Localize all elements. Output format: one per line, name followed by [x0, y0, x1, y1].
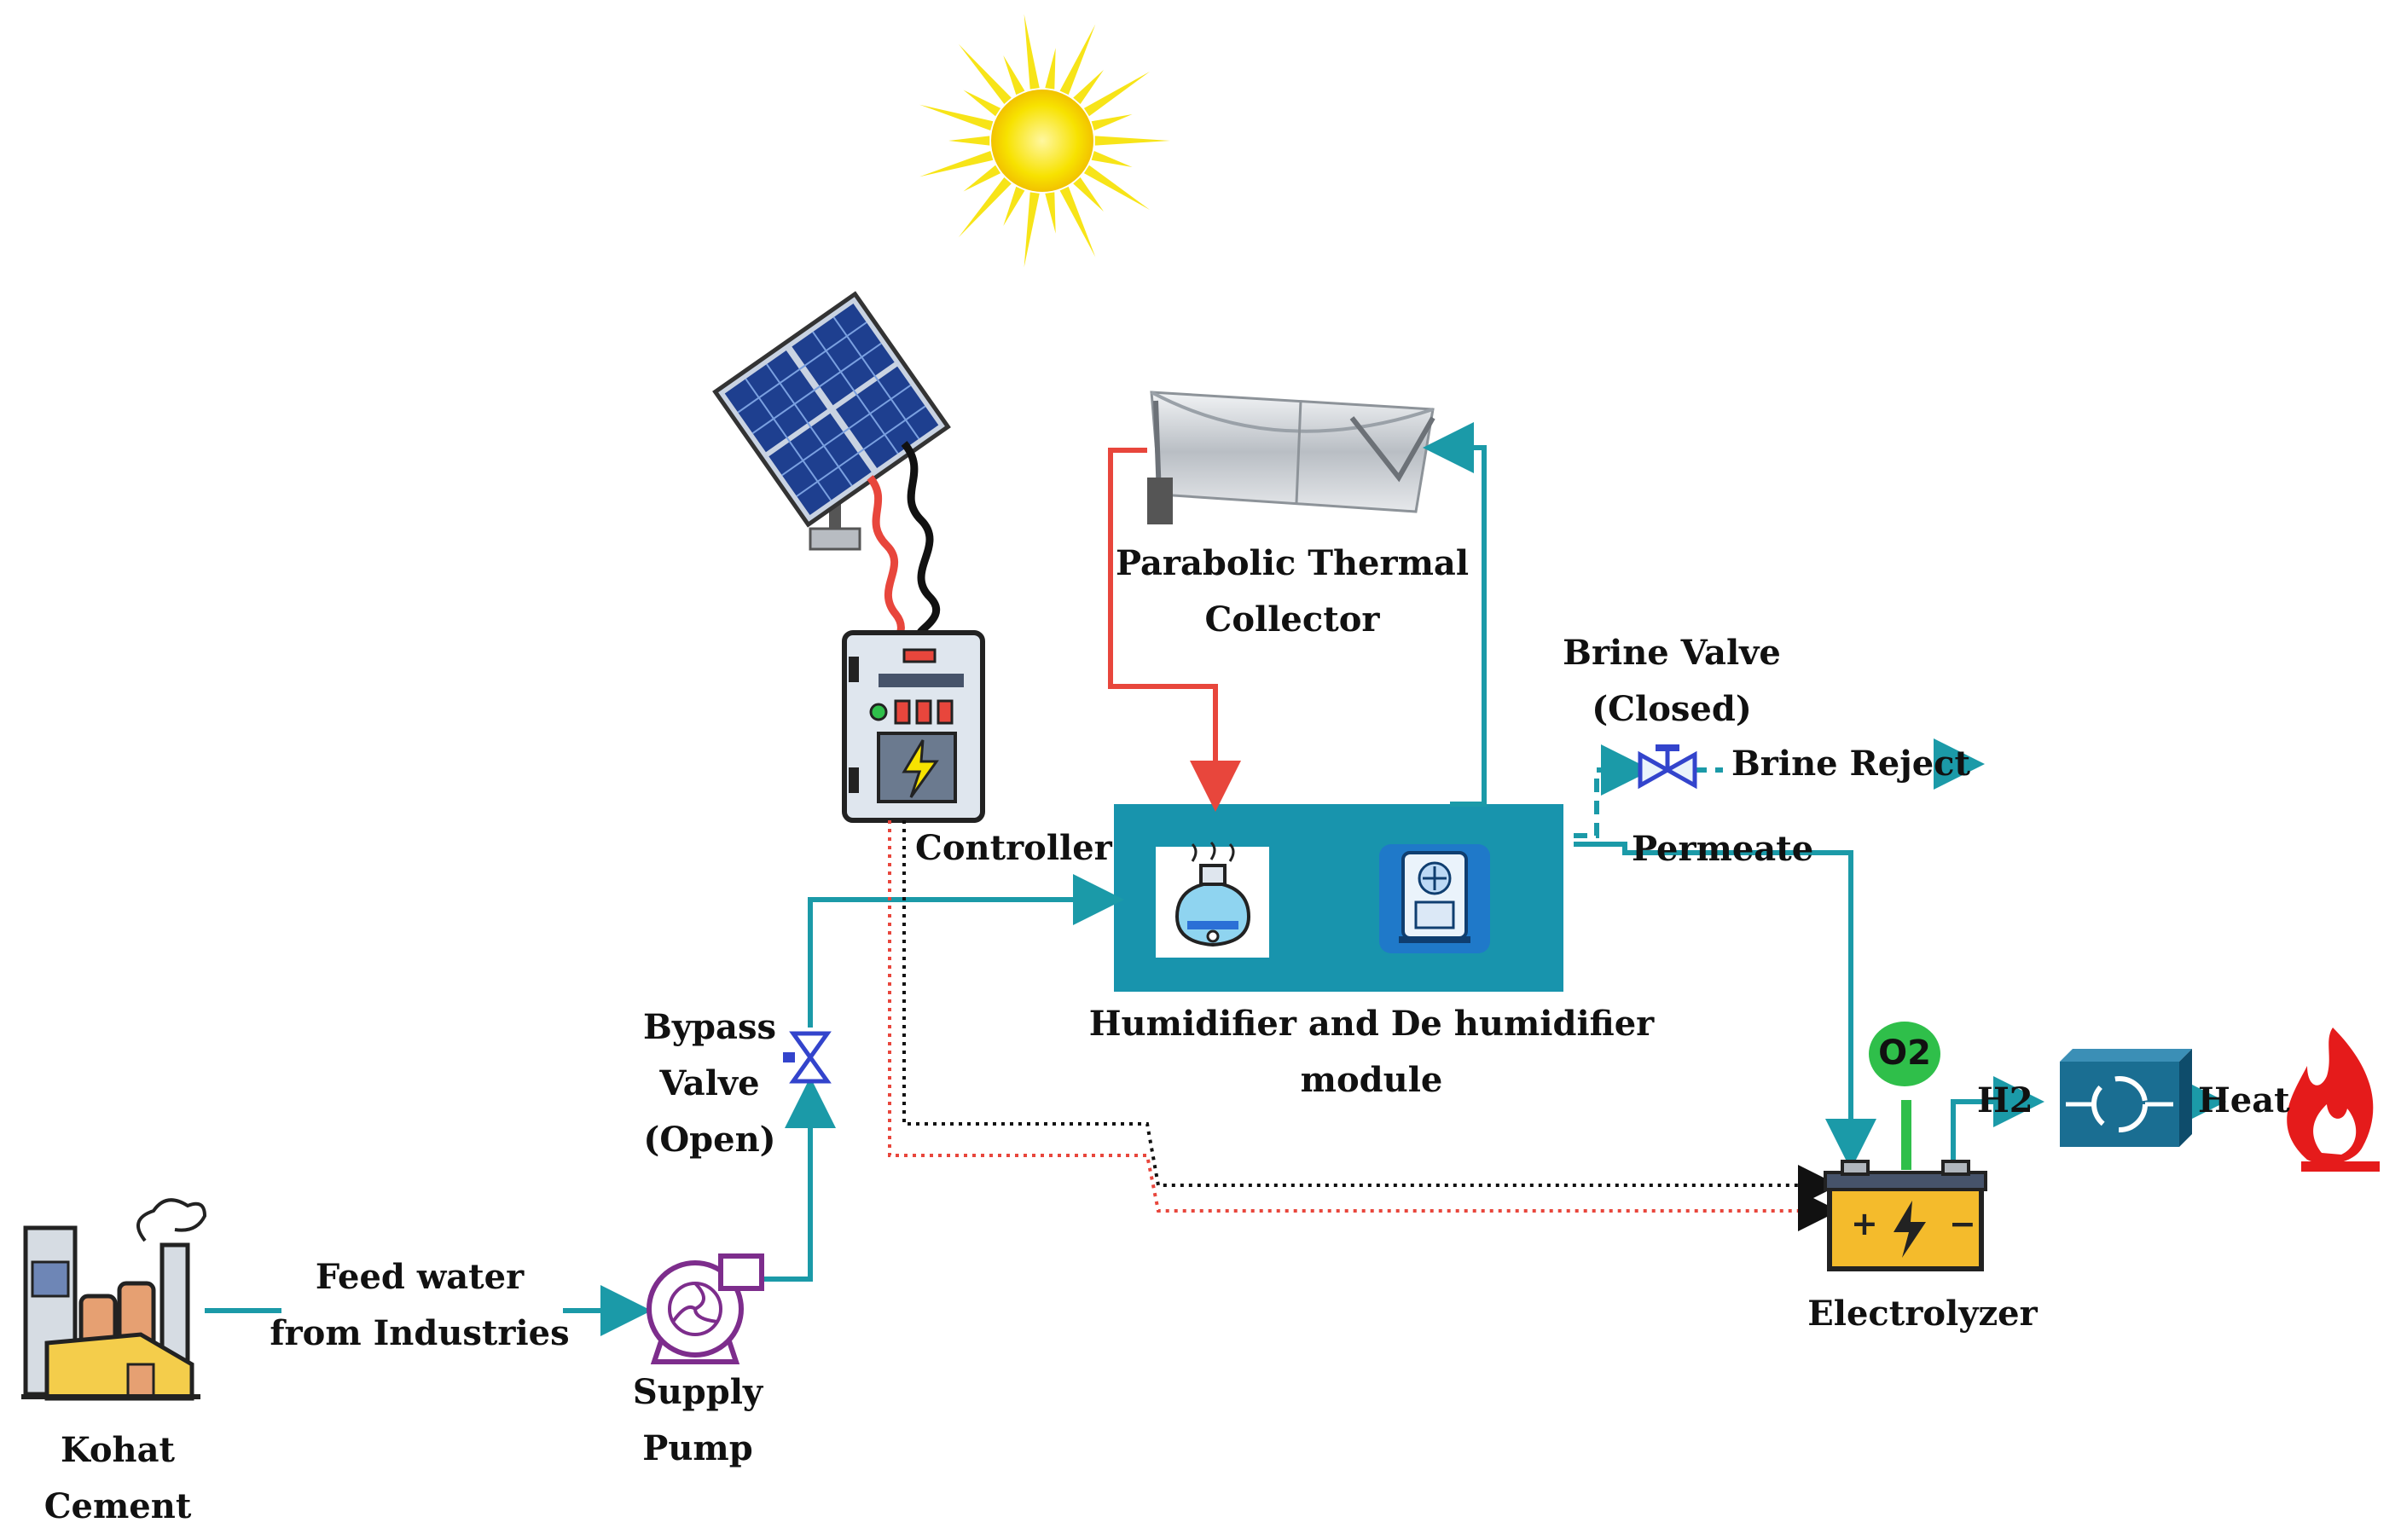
- brine-reject-label: Brine Reject: [1731, 744, 1970, 784]
- brine-valve-label: Brine Valve (Closed): [1563, 633, 1781, 729]
- sun-ray: [958, 177, 1012, 238]
- controller-panel-icon: [842, 630, 985, 823]
- sun-ray: [963, 165, 1001, 192]
- parabolic-collector-icon: [1147, 391, 1435, 524]
- water-flow-lines: [205, 422, 2044, 1336]
- sun-ray: [1094, 136, 1170, 146]
- sun-ray: [1059, 24, 1096, 96]
- svg-text:−: −: [1949, 1205, 1976, 1242]
- h2-label: H2: [1977, 1080, 2033, 1120]
- bypass-valve-label: Bypass Valve (Open): [643, 1007, 776, 1160]
- humidifier-dehumidifier-module: [1114, 804, 1563, 992]
- heat-label: Heat: [2198, 1080, 2290, 1120]
- sun-ray: [963, 90, 1001, 117]
- sun-ray: [1073, 177, 1105, 212]
- module-label: Humidifier and De humidifier module: [1088, 1004, 1655, 1100]
- dehumidifier-icon: [1379, 844, 1490, 953]
- solar-panel-icon: [712, 291, 951, 645]
- battery-icon: + −: [1824, 1100, 1987, 1271]
- valve-icon: [783, 1031, 832, 1084]
- heat-exchanger-icon: [2060, 1049, 2192, 1147]
- valve-icon: [1638, 744, 1697, 790]
- svg-text:+: +: [1851, 1205, 1878, 1242]
- flame-icon: [2287, 1028, 2380, 1172]
- sun-ray: [1059, 186, 1096, 258]
- control-signal-lines: [888, 820, 1839, 1231]
- sun-ray: [1024, 192, 1040, 268]
- parabolic-collector-label: Parabolic Thermal Collector: [1115, 543, 1470, 640]
- sun-ray: [1083, 71, 1151, 117]
- sun-ray: [948, 136, 990, 146]
- permeate-label: Permeate: [1632, 829, 1814, 869]
- sun-ray: [958, 43, 1012, 104]
- hot-flow-line: [1108, 448, 1241, 812]
- sun-ray: [1073, 69, 1105, 104]
- supply-pump-label: Supply Pump: [632, 1372, 763, 1468]
- sun-ray: [1003, 186, 1025, 227]
- sun-ray: [1091, 151, 1133, 167]
- sun-ray: [1045, 192, 1056, 234]
- sun-ray: [1091, 114, 1133, 130]
- sun-ray: [1003, 55, 1025, 96]
- sun-ray: [919, 104, 994, 130]
- electrolyzer-label: Electrolyzer: [1807, 1294, 2038, 1334]
- pump-icon: [647, 1253, 764, 1364]
- sun-ray: [919, 151, 994, 177]
- humidifier-icon: [1156, 841, 1269, 958]
- o2-bubble: [1869, 1022, 1940, 1086]
- feed-water-label: Feed water from Industries: [270, 1257, 570, 1353]
- sun-icon: [919, 14, 1170, 268]
- kohat-cement-label: Kohat Cement: [43, 1430, 192, 1526]
- sun-ray: [1083, 165, 1151, 211]
- sun-ray: [1024, 14, 1040, 90]
- factory-icon: [21, 1198, 207, 1401]
- sun-ray: [1045, 48, 1056, 90]
- controller-label: Controller: [915, 828, 1112, 868]
- o2-label: O2: [1878, 1033, 1931, 1073]
